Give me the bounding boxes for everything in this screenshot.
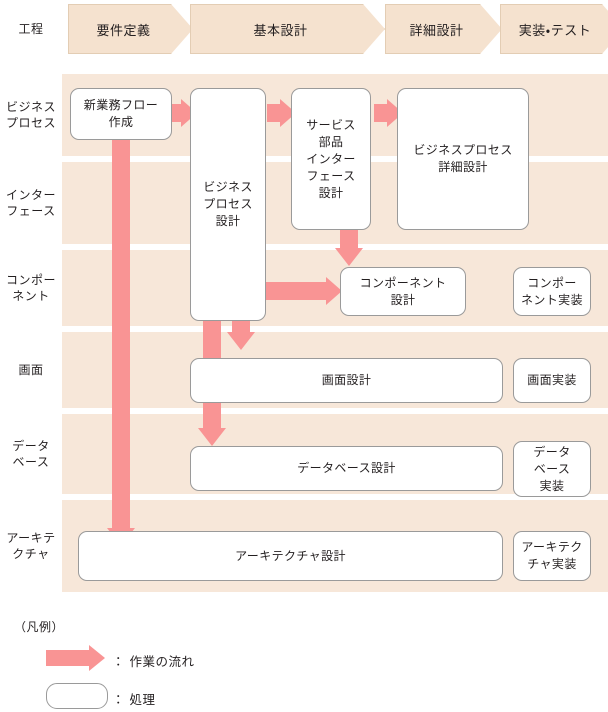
row-label-process: 工程 (18, 22, 44, 36)
legend-box-label: ： 処理 (112, 692, 156, 707)
phase-label-implementation-test: 実装・テスト (518, 23, 592, 39)
arrow-stem-bp-to-screen (232, 318, 250, 334)
box-architecture-implementation[interactable]: アーキテク チャ実装 (513, 531, 591, 581)
phase-label-detail-design: 詳細設計 (409, 23, 464, 39)
arrow-stem-bp-to-service-interface (267, 104, 281, 122)
box-architecture-design[interactable]: アーキテクチャ設計 (78, 531, 503, 581)
legend-process-box-icon (46, 683, 108, 709)
box-database-design[interactable]: データベース設計 (190, 446, 503, 491)
phase-chevron-requirements[interactable]: 要件定義 (68, 4, 193, 54)
box-business-process-design[interactable]: ビジネス プロセス 設計 (190, 88, 266, 321)
box-new-business-flow[interactable]: 新業務フロー 作成 (70, 88, 172, 140)
lane-label-business-process: ビジネス プロセス (5, 100, 56, 130)
legend-title: （凡例） (14, 620, 65, 634)
lane-label-database: データ ベース (12, 439, 50, 469)
arrow-head-service-interface-to-component (335, 248, 363, 266)
phase-label-basic-design: 基本設計 (253, 23, 308, 39)
lane-label-architecture: アーキテ クチャ (6, 531, 56, 561)
lane-label-component: コンポー ネント (5, 273, 56, 303)
lane-label-screen: 画面 (18, 363, 44, 377)
arrow-stem-service-interface-to-bp-detail (374, 104, 388, 122)
arrow-head-bp-to-screen (227, 332, 255, 350)
arrow-head-bp-to-database (198, 428, 226, 446)
lane-label-interface: インター フェース (5, 188, 56, 218)
arrow-stem-flow-to-architecture (112, 138, 130, 528)
box-component-implementation[interactable]: コンポー ネント実装 (513, 267, 591, 316)
arrow-stem-bp-to-component (265, 282, 327, 300)
box-business-process-detail-design[interactable]: ビジネスプロセス 詳細設計 (397, 88, 529, 230)
phase-chevron-detail-design[interactable]: 詳細設計 (385, 4, 502, 54)
phase-label-requirements: 要件定義 (96, 23, 151, 39)
legend-arrow-icon-head (89, 645, 105, 671)
legend-arrow-icon-stem (46, 650, 90, 666)
box-screen-implementation[interactable]: 画面実装 (513, 358, 591, 403)
box-database-implementation[interactable]: データ ベース 実装 (513, 441, 591, 497)
arrow-head-bp-to-component (326, 277, 342, 305)
box-service-parts-interface-design[interactable]: サービス 部品 インター フェース 設計 (291, 88, 371, 230)
arrow-stem-service-interface-to-component (340, 228, 358, 250)
box-screen-design[interactable]: 画面設計 (190, 358, 503, 403)
phase-chevron-basic-design[interactable]: 基本設計 (190, 4, 385, 54)
phase-chevron-implementation-test[interactable]: 実装・テスト (500, 4, 608, 54)
box-component-design[interactable]: コンポーネント 設計 (340, 267, 466, 316)
legend-arrow-label: ： 作業の流れ (112, 654, 195, 669)
